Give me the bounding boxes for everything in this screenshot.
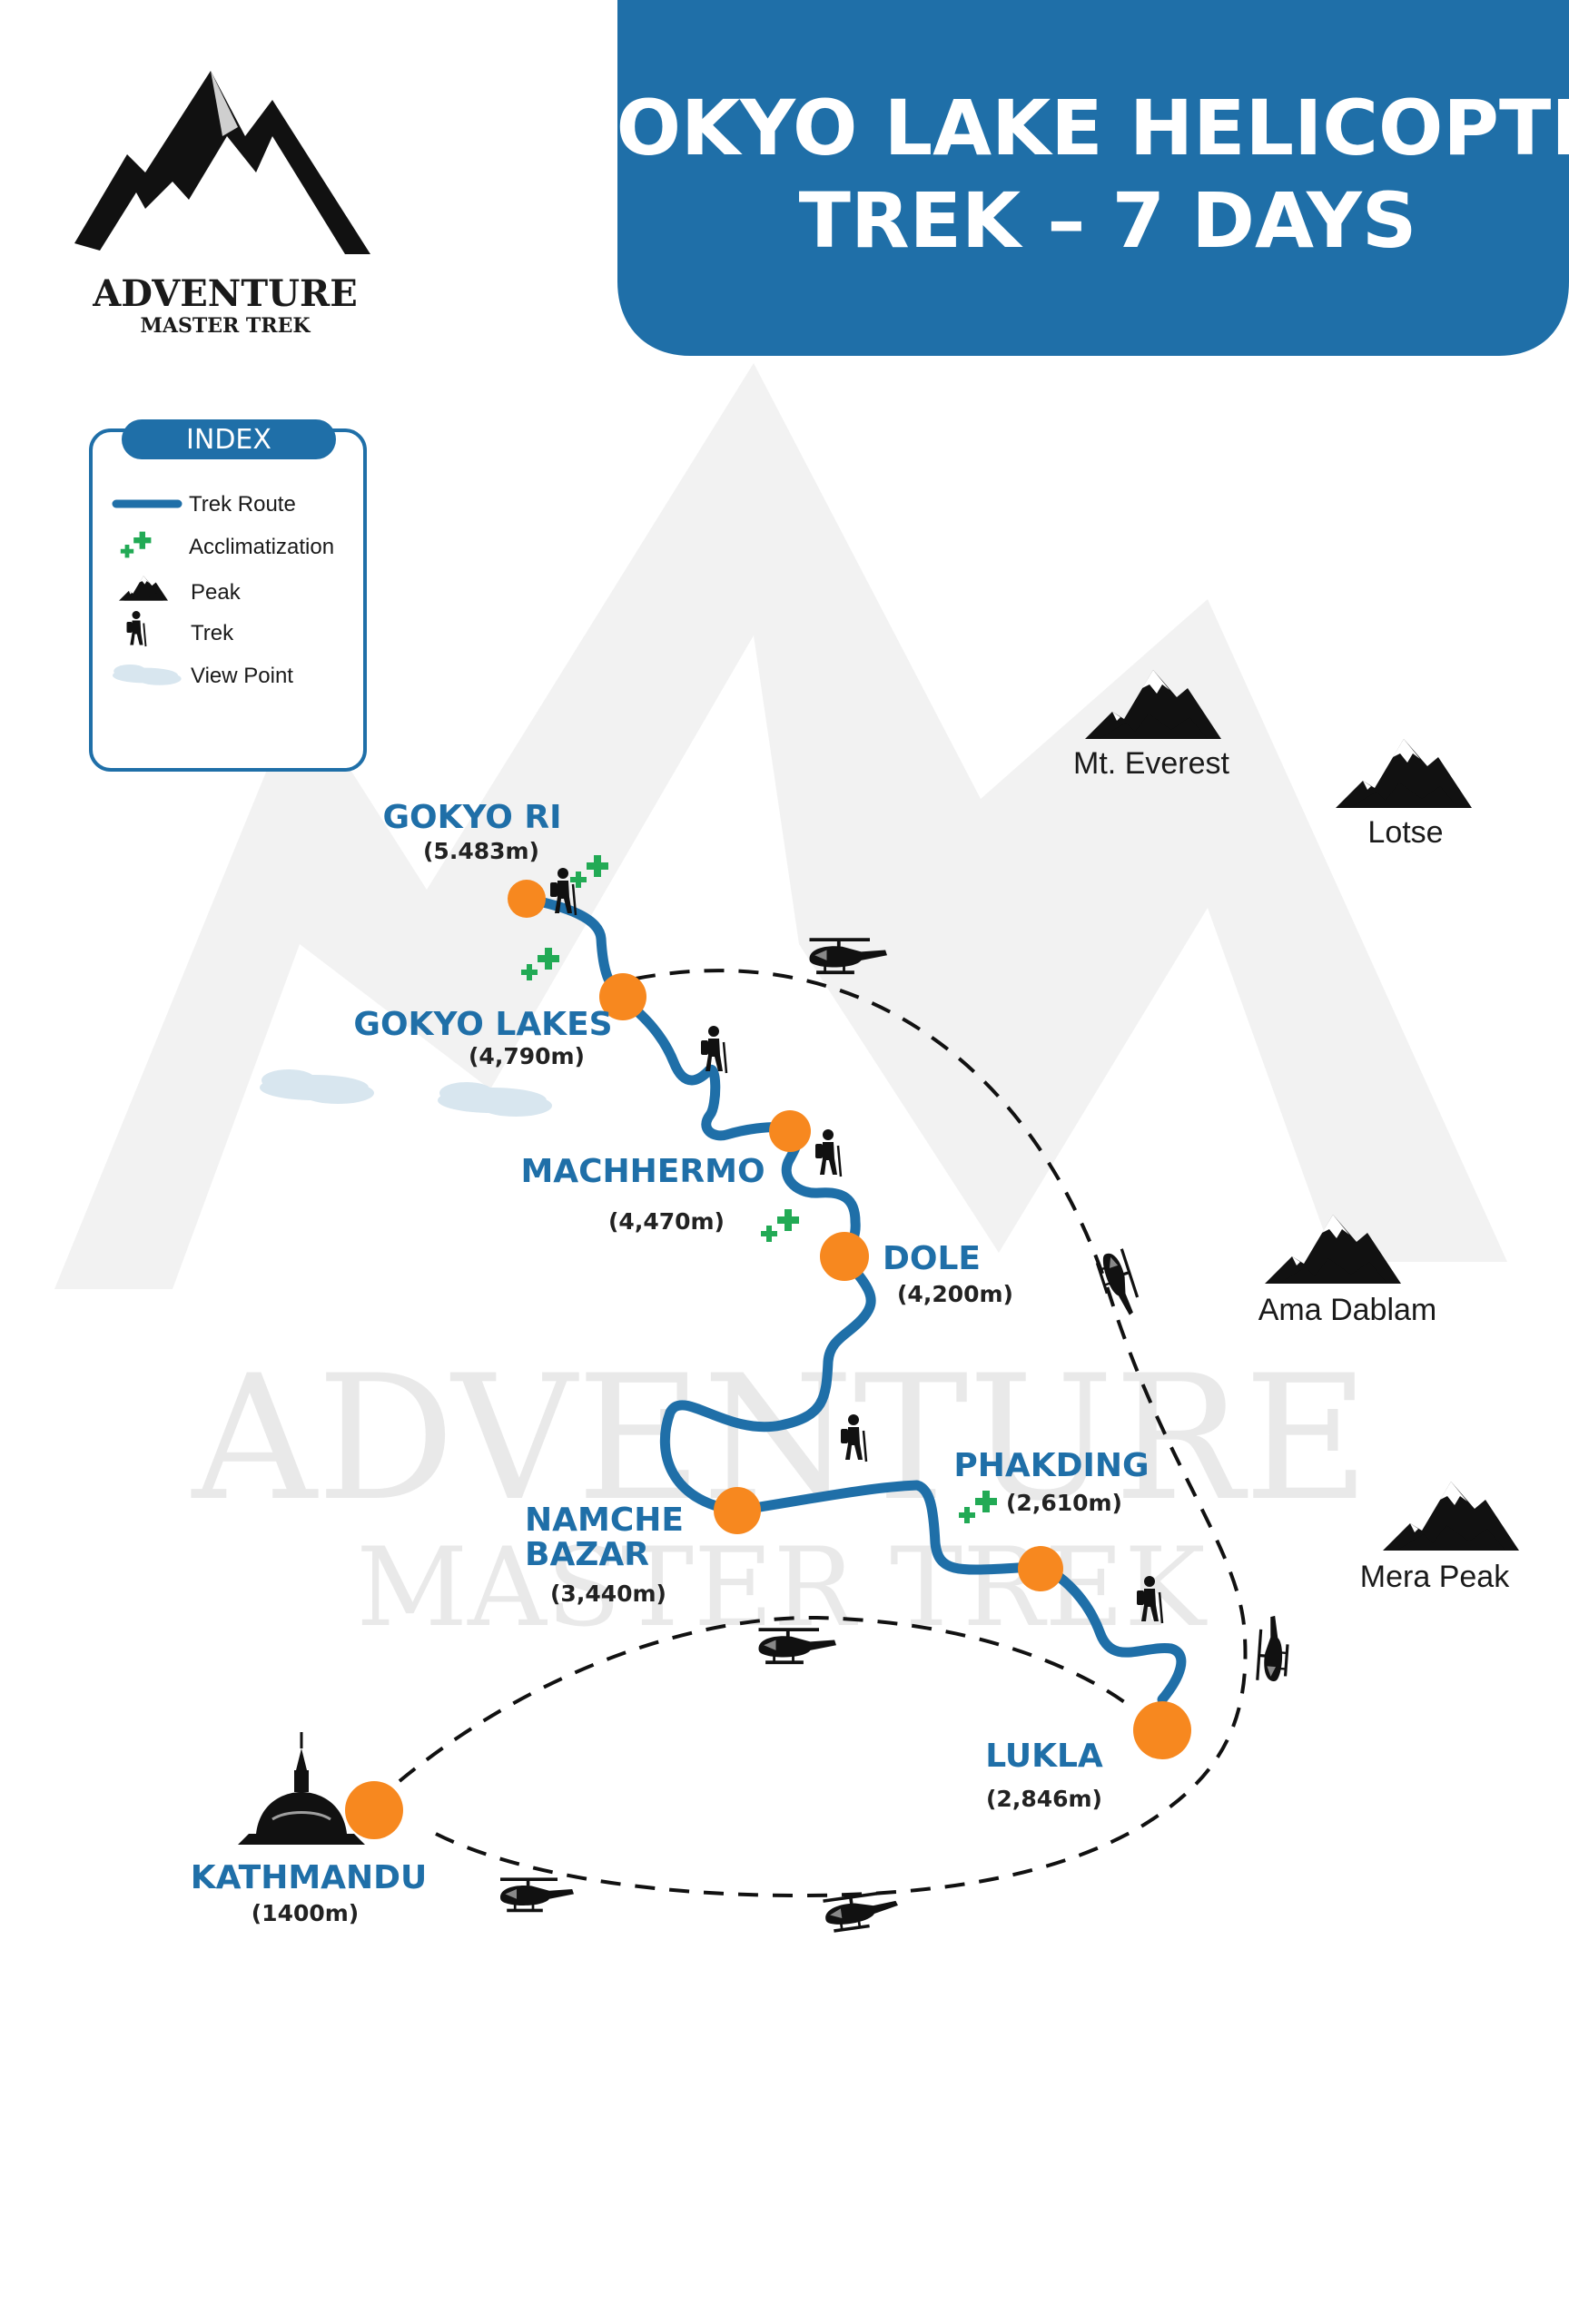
helicopter-icon — [821, 1889, 903, 1934]
legend-heading: INDEX — [186, 424, 271, 456]
helicopter-routes — [398, 969, 1248, 1898]
stop-kathmandu — [345, 1781, 403, 1839]
legend: INDEX Trek Route Acclimatization Peak Tr… — [89, 419, 367, 772]
watermark: ADVENTURE MASTER TREK — [54, 363, 1507, 1651]
helicopter-icon — [498, 1877, 576, 1913]
acclimatization-icon — [761, 1209, 799, 1242]
place-altitude-namche: (3,440m) — [550, 1581, 666, 1607]
logo-tagline: MASTER TREK — [141, 314, 311, 338]
peak-lotse: Lotse — [1336, 739, 1472, 850]
place-name-gokyo-lakes: GOKYO LAKES — [353, 1006, 612, 1043]
legend-label-acclimatization: Acclimatization — [189, 535, 334, 559]
heli-route-ktm-lukla — [398, 1615, 1135, 1783]
heli-route-return — [435, 969, 1248, 1898]
legend-label-trek-route: Trek Route — [189, 492, 296, 517]
place-altitude-dole: (4,200m) — [897, 1281, 1013, 1307]
peak-label-lotse: Lotse — [1367, 815, 1443, 850]
peak-label-mera: Mera Peak — [1360, 1560, 1510, 1594]
stop-gokyo-ri — [508, 880, 546, 918]
place-name-namche-line-2: BAZAR — [525, 1536, 649, 1573]
peak-icon — [1383, 1482, 1519, 1551]
view-point-cloud — [438, 1082, 552, 1117]
view-point-cloud — [260, 1069, 374, 1104]
place-altitude-phakding: (2,610m) — [1006, 1490, 1122, 1516]
stop-dole — [820, 1232, 869, 1281]
peak-icon — [1336, 739, 1472, 808]
legend-label-trek: Trek — [191, 621, 234, 645]
place-altitude-lukla: (2,846m) — [986, 1786, 1102, 1812]
place-name-gokyo-ri: GOKYO RI — [382, 799, 561, 836]
title-line-2: TREK – 7 DAYS — [799, 176, 1417, 265]
place-altitude-machhermo: (4,470m) — [608, 1208, 725, 1235]
legend-heading-bg — [122, 419, 336, 459]
place-name-phakding: PHAKDING — [953, 1447, 1149, 1484]
place-name-kathmandu: KATHMANDU — [191, 1859, 428, 1896]
place-altitude-gokyo-ri: (5.483m) — [423, 838, 539, 864]
trek-hiker-icon — [814, 1128, 843, 1178]
place-labels: GOKYO RI (5.483m) GOKYO LAKES (4,790m) M… — [191, 799, 1150, 1926]
stupa-icon — [238, 1732, 365, 1845]
logo-name: ADVENTURE — [92, 272, 357, 315]
stop-phakding — [1018, 1546, 1063, 1591]
legend-label-view-point: View Point — [191, 664, 293, 688]
logo: ADVENTURE MASTER TREK — [74, 71, 370, 338]
stop-lukla — [1133, 1701, 1191, 1759]
watermark-tagline: MASTER TREK — [356, 1525, 1208, 1651]
title-banner-bg — [617, 0, 1569, 356]
title-banner: GOKYO LAKE HELICOPTER TREK – 7 DAYS — [554, 0, 1569, 356]
peak-everest: Mt. Everest — [1073, 670, 1230, 781]
place-name-dole: DOLE — [883, 1240, 981, 1277]
logo-snow — [211, 71, 238, 136]
stop-machhermo — [769, 1110, 811, 1152]
peak-label-ama-dablam: Ama Dablam — [1258, 1293, 1437, 1327]
peak-label-everest: Mt. Everest — [1073, 746, 1229, 781]
stops — [345, 880, 1191, 1839]
helicopter-icon — [1256, 1613, 1291, 1684]
trek-route — [521, 893, 1187, 1705]
helicopter-icon — [1093, 1247, 1144, 1322]
title-line-1: GOKYO LAKE HELICOPTER — [554, 84, 1569, 172]
place-name-lukla: LUKLA — [985, 1738, 1103, 1775]
peak-mera: Mera Peak — [1360, 1482, 1519, 1594]
stop-namche — [714, 1487, 761, 1534]
place-altitude-kathmandu: (1400m) — [252, 1900, 359, 1926]
legend-label-peak: Peak — [191, 580, 242, 605]
place-name-machhermo: MACHHERMO — [520, 1153, 765, 1190]
peak-ama-dablam: Ama Dablam — [1258, 1215, 1437, 1327]
stop-gokyo-lakes — [599, 973, 646, 1020]
place-altitude-gokyo-lakes: (4,790m) — [469, 1043, 585, 1069]
place-name-namche-line-1: NAMCHE — [525, 1502, 684, 1539]
